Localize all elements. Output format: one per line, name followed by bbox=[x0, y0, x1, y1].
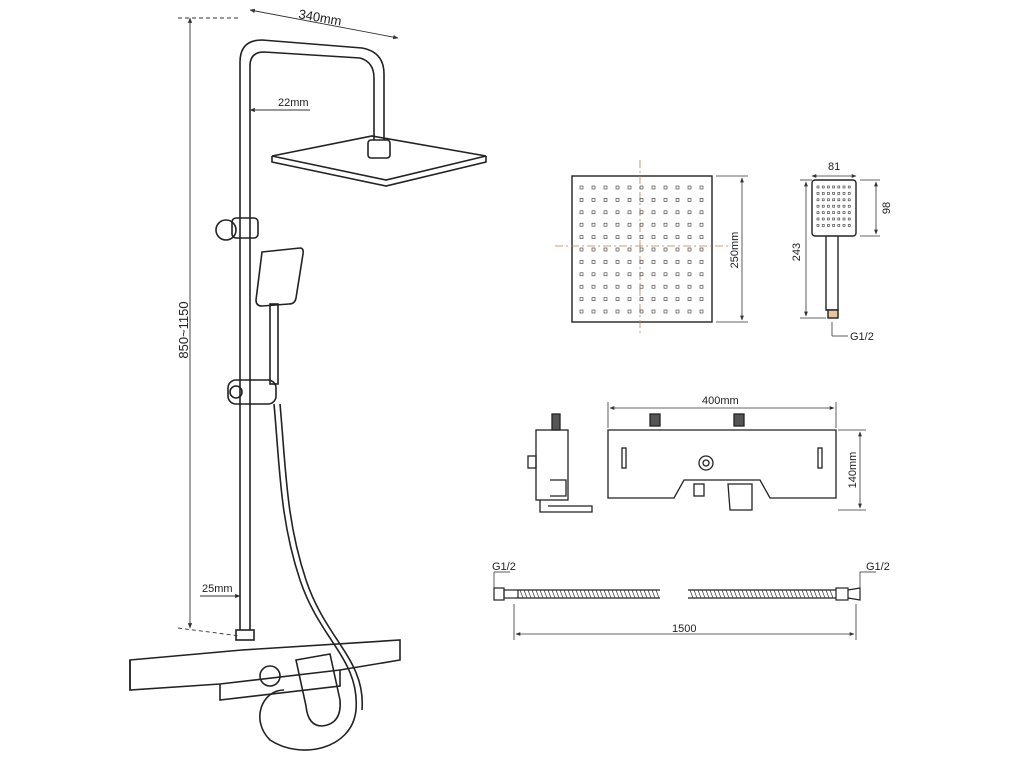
hose-dimensions bbox=[493, 571, 876, 640]
hose-left-thread-label: G1/2 bbox=[492, 561, 516, 573]
pipe-base-nut bbox=[235, 629, 255, 641]
mixer-handle bbox=[295, 653, 341, 727]
shelf-width-label: 400mm bbox=[702, 395, 739, 407]
hose-length-label: 1500 bbox=[672, 623, 696, 635]
hand-head-height-label: 98 bbox=[881, 202, 893, 214]
hose-coils-left bbox=[519, 589, 660, 599]
hand-shower-dimensions bbox=[800, 174, 880, 337]
rain-head-top-view bbox=[555, 160, 748, 335]
arm-length-label: 340mm bbox=[297, 6, 342, 28]
hose-coils-right bbox=[689, 589, 834, 599]
shelf-side-view bbox=[527, 413, 593, 513]
wall-bracket bbox=[215, 219, 237, 241]
hand-shower-head bbox=[255, 247, 304, 307]
overhead-arm bbox=[239, 39, 385, 630]
shelf-front-view bbox=[607, 413, 837, 511]
hand-width-label: 81 bbox=[828, 161, 840, 173]
height-range-label: 850~1150 bbox=[176, 301, 191, 358]
slide-holder bbox=[227, 379, 277, 405]
left-dimensions bbox=[177, 8, 399, 637]
hand-thread-label: G1/2 bbox=[850, 331, 874, 343]
diverter-knob bbox=[698, 455, 714, 471]
nozzle-grid bbox=[579, 185, 704, 314]
head-connector bbox=[367, 139, 391, 159]
thermostat-shelf bbox=[129, 639, 401, 691]
hand-shower-view bbox=[811, 179, 857, 319]
hose-view bbox=[493, 587, 861, 601]
hand-nozzle-grid bbox=[816, 185, 851, 227]
thermostat-knob bbox=[259, 665, 281, 687]
shelf-dimensions bbox=[607, 402, 866, 511]
lower-pipe-diameter-label: 25mm bbox=[202, 583, 233, 595]
pipe-diameter-label: 22mm bbox=[278, 97, 309, 109]
head-size-label: 250mm bbox=[729, 232, 741, 269]
hose bbox=[259, 403, 357, 751]
hose-right-thread-label: G1/2 bbox=[866, 561, 890, 573]
shelf-height-label: 140mm bbox=[847, 452, 859, 489]
shower-column-view bbox=[129, 39, 487, 751]
hand-length-label: 243 bbox=[791, 243, 803, 261]
